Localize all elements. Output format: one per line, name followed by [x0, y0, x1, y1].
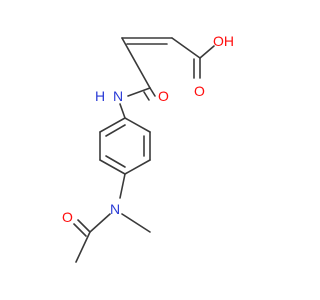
- bond-acetyl-methyl: [75, 231, 91, 263]
- bonds: [73, 37, 215, 263]
- amide-n-label: N: [113, 88, 123, 104]
- bond-ring-acetyl-n: [119, 173, 126, 199]
- acetyl-n-label: N: [110, 201, 120, 217]
- acid-carbonyl-o-label: O: [194, 83, 205, 99]
- bond-n-methyl: [121, 213, 151, 233]
- molecule-diagram: OH O N H O N O: [62, 33, 234, 263]
- molecule-structure: OH O N H O N O: [62, 33, 234, 263]
- ring-bond-1: [124, 117, 151, 133]
- bond-acetyl-co-1: [77, 219, 91, 233]
- hydroxyl-oh-label: OH: [213, 33, 234, 49]
- amide-h-label: H: [95, 88, 105, 104]
- ring-inner-3: [105, 124, 126, 137]
- bond-cooh-ch: [171, 37, 201, 59]
- ring-inner-2: [105, 155, 126, 168]
- bond-amide-co-2: [143, 91, 150, 101]
- bond-amide-c-n: [127, 87, 151, 97]
- atom-labels: OH O N H O N O: [62, 33, 234, 225]
- bond-cooh-oh: [199, 45, 215, 59]
- acetyl-carbonyl-o-label: O: [62, 209, 73, 225]
- ring-bond-3: [124, 159, 151, 175]
- amide-carbonyl-o-label: O: [158, 88, 169, 104]
- ring-bond-6: [99, 117, 126, 133]
- bond-n-acetyl-c: [89, 213, 111, 233]
- bond-ch-amide-c: [121, 37, 151, 89]
- ring-bond-4: [99, 159, 126, 175]
- bond-amide-co-1: [149, 87, 156, 97]
- bond-acetyl-co-2: [73, 223, 87, 237]
- bond-nh-ring: [119, 103, 126, 119]
